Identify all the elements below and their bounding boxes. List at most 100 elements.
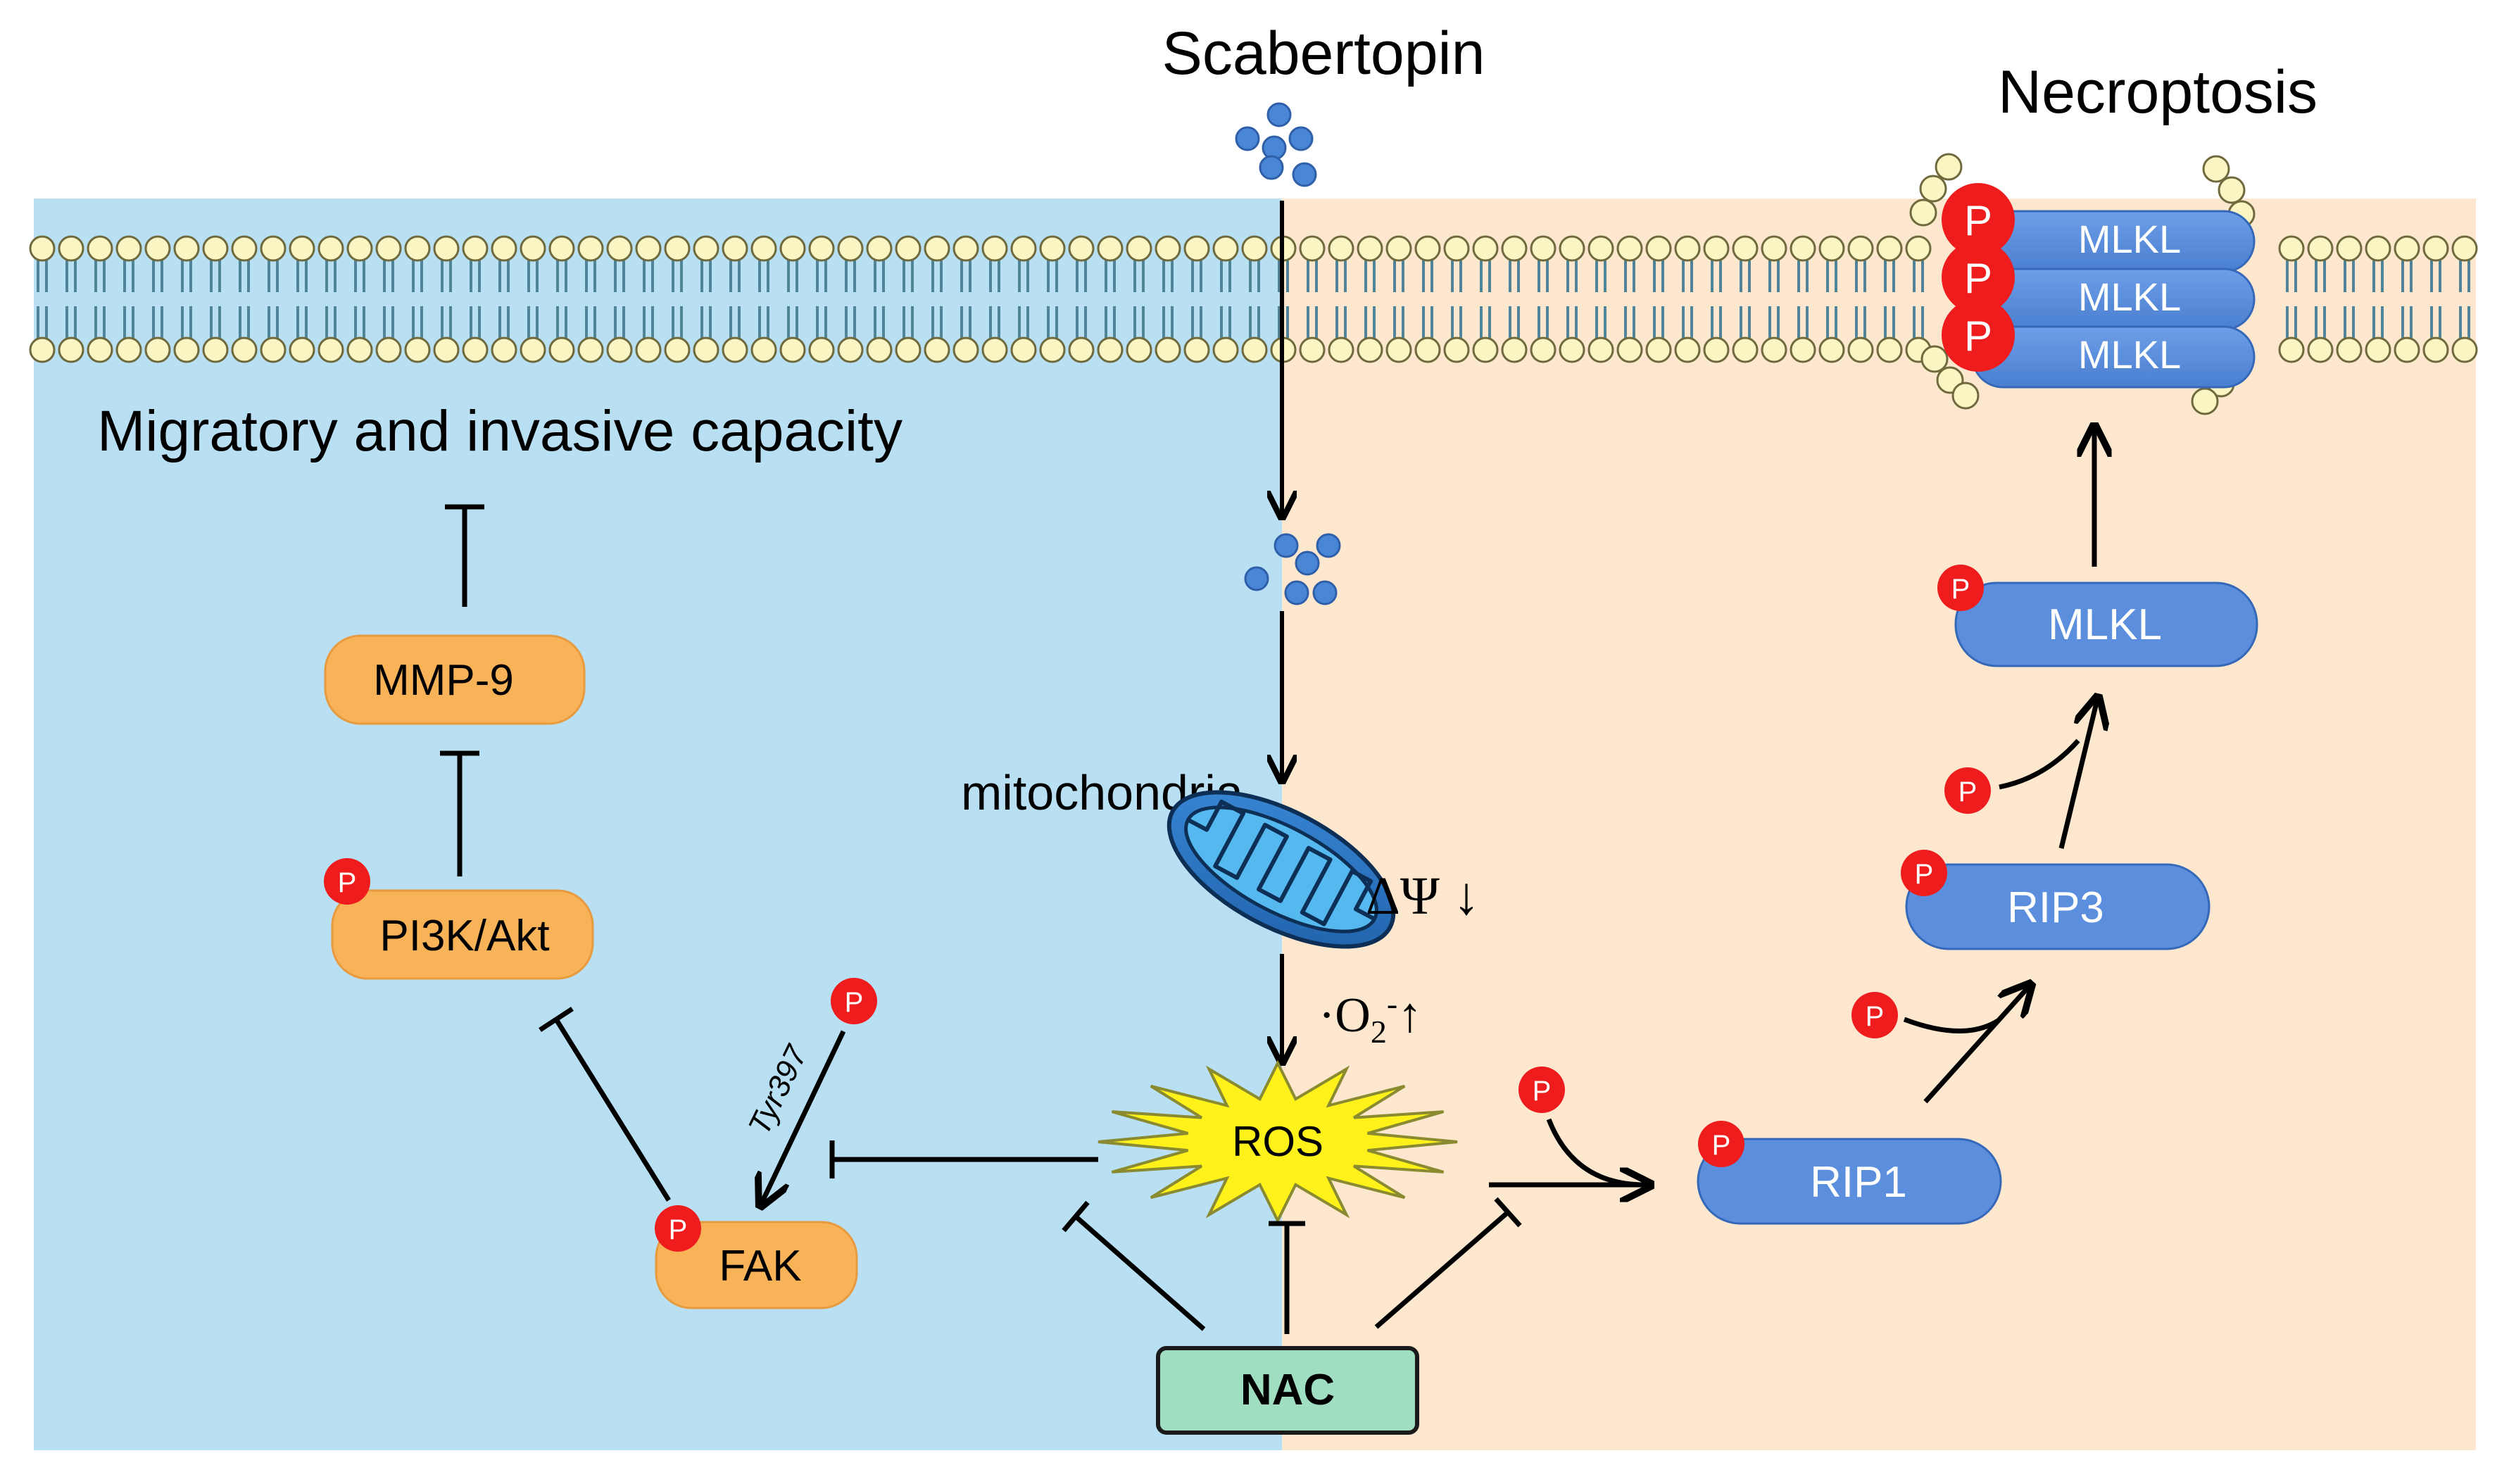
migration-label: Migratory and invasive capacity — [97, 399, 903, 463]
lipid-head — [404, 337, 431, 363]
lipid-head — [491, 235, 517, 262]
superoxide-prefix: ·O — [1319, 988, 1371, 1043]
phosphate-icon: P — [1942, 183, 2015, 256]
lipid-head — [115, 235, 142, 262]
lipid-tail — [239, 260, 250, 338]
lipid-head — [1587, 235, 1614, 262]
lipid-head — [837, 337, 864, 363]
lipid-head — [1443, 337, 1470, 363]
lipid-head — [1155, 235, 1181, 262]
lipid-head — [2278, 337, 2305, 363]
lipid-head — [433, 235, 460, 262]
lipid-tail — [152, 260, 163, 338]
lipid-tail — [1509, 260, 1520, 338]
inhibit-nac-ros-right — [1374, 1210, 1510, 1329]
lipid-tail — [672, 260, 683, 338]
lipid-head — [1068, 235, 1095, 262]
lipid-head — [289, 235, 315, 262]
lipid-tail — [1768, 260, 1780, 338]
lipid-bilayer-icon — [29, 235, 2478, 363]
lipid-head — [433, 337, 460, 363]
lipid-head — [1212, 337, 1239, 363]
lipid-head — [1790, 337, 1816, 363]
lipid-head — [144, 235, 171, 262]
phospho-label: P — [1712, 1130, 1731, 1161]
lipid-tail — [412, 260, 423, 338]
lipid-head — [1645, 337, 1672, 363]
lipid-head — [866, 235, 893, 262]
lipid-head — [1299, 235, 1326, 262]
lipid-head — [462, 235, 489, 262]
lipid-head — [29, 337, 56, 363]
lipid-head — [317, 337, 344, 363]
lipid-tail — [1018, 260, 1029, 338]
lipid-head — [808, 235, 835, 262]
lipid-head — [779, 337, 806, 363]
nac-node — [1156, 1346, 1419, 1435]
lipid-tail — [787, 260, 798, 338]
lipid-tail — [556, 260, 567, 338]
lipid-tail — [1191, 260, 1202, 338]
lipid-head — [722, 235, 748, 262]
lipid-head — [375, 235, 402, 262]
lipid-tail — [1653, 260, 1664, 338]
lipid-tail — [874, 260, 885, 338]
lipid-tail — [527, 260, 539, 338]
lipid-tail — [2459, 260, 2470, 338]
lipid-head — [1385, 235, 1412, 262]
lipid-tail — [123, 260, 134, 338]
phospho-label: P — [1964, 197, 1992, 244]
lipid-head — [1472, 337, 1499, 363]
lipid-head — [2365, 235, 2391, 262]
lipid-head — [1126, 337, 1152, 363]
lipid-head — [260, 235, 287, 262]
lipid-head — [2278, 235, 2305, 262]
lipid-head — [548, 337, 575, 363]
lipid-head — [375, 337, 402, 363]
lipid-head — [202, 337, 229, 363]
lipid-head — [606, 337, 633, 363]
lipid-tail — [1913, 260, 1924, 338]
superoxide-label: ·O2-↑ — [1319, 986, 1422, 1050]
lipid-head — [664, 235, 691, 262]
lipid-head — [1010, 235, 1037, 262]
lipid-head — [2422, 235, 2449, 262]
right-region — [1282, 199, 2476, 1450]
lipid-head — [1414, 337, 1441, 363]
lipid-tail — [1278, 260, 1289, 338]
lipid-head — [1328, 337, 1354, 363]
lipid-head — [1357, 235, 1383, 262]
ros-label: ROS — [1232, 1118, 1323, 1165]
rip3-label: RIP3 — [2007, 884, 2104, 932]
lipid-tail — [1538, 260, 1549, 338]
lipid-head — [1818, 337, 1845, 363]
lipid-head — [1674, 337, 1701, 363]
lipid-head — [289, 337, 315, 363]
lipid-head — [1010, 337, 1037, 363]
lipid-tail — [1711, 260, 1722, 338]
lipid-tail — [296, 260, 308, 338]
drug-molecule-icon — [1244, 533, 1341, 605]
phospho-label: P — [669, 1214, 688, 1245]
superoxide-arrow: ↑ — [1397, 988, 1422, 1043]
lipid-tail — [1740, 260, 1751, 338]
phosphate-icon: P — [1518, 1067, 1565, 1113]
lipid-head — [2307, 337, 2334, 363]
lipid-head — [1241, 235, 1268, 262]
lipid-tail — [1364, 260, 1376, 338]
lipid-tail — [210, 260, 221, 338]
lipid-tail — [1162, 260, 1174, 338]
lipid-head — [29, 235, 56, 262]
phosphorylation-curve — [1903, 1017, 1999, 1033]
ros-burst-icon — [1098, 1059, 1458, 1224]
lipid-head — [491, 337, 517, 363]
lipid-head — [2451, 235, 2478, 262]
lipid-head — [722, 337, 748, 363]
lipid-head — [606, 235, 633, 262]
phospho-label: P — [845, 987, 864, 1018]
lipid-head — [58, 235, 84, 262]
lipid-head — [1876, 235, 1903, 262]
lipid-tail — [325, 260, 337, 338]
lipid-tail — [816, 260, 827, 338]
